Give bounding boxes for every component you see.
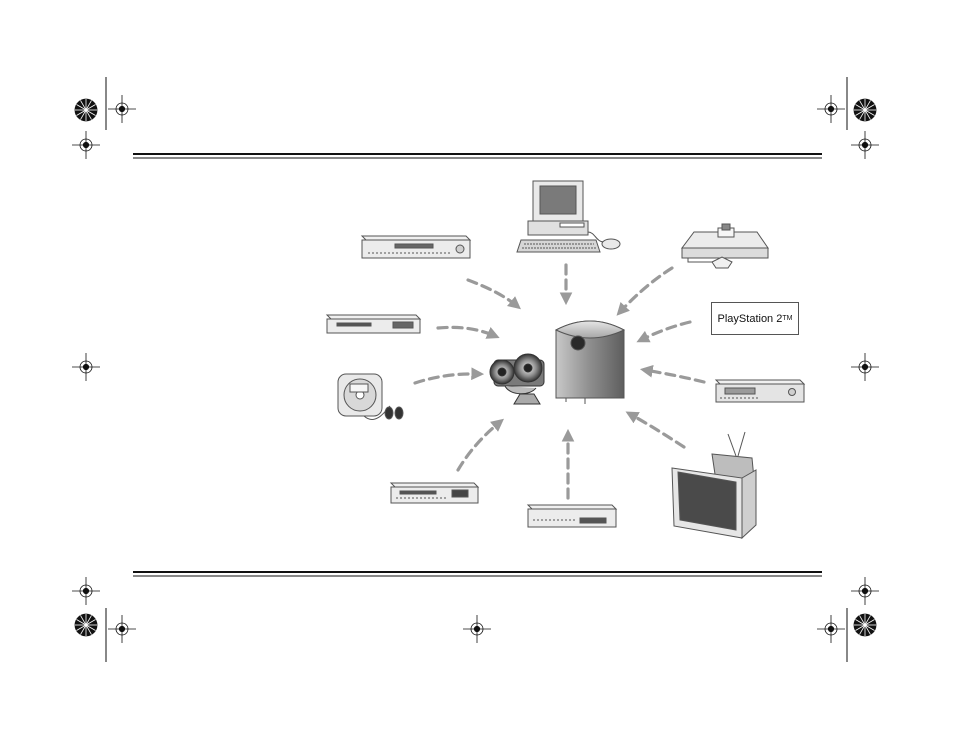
arrow-cd-player xyxy=(438,327,495,336)
crop-lines xyxy=(106,77,847,662)
top-rule xyxy=(133,154,822,158)
arrow-av-receiver xyxy=(645,370,704,382)
arrow-dvd-recorder xyxy=(458,422,500,470)
arrow-dvd-player xyxy=(468,280,517,306)
cd-player-icon xyxy=(327,315,420,333)
ps2-trademark: TM xyxy=(782,315,792,322)
subwoofer-icon xyxy=(556,321,624,404)
ps2-name: PlayStation 2 xyxy=(718,313,783,325)
dvd-player-icon xyxy=(362,236,470,258)
arrow-television xyxy=(630,414,684,447)
arrow-portable-cd xyxy=(415,374,479,383)
satellite-speakers-icon xyxy=(490,354,544,404)
game-console-icon xyxy=(682,224,768,268)
arrow-playstation-2 xyxy=(641,322,690,340)
receiver-icon xyxy=(716,380,804,402)
arrow-game-console xyxy=(620,268,672,312)
dvd-recorder-icon xyxy=(391,483,478,503)
vcr-icon xyxy=(528,505,616,527)
portable-cd-player-icon xyxy=(338,374,403,420)
registration-marks xyxy=(72,95,879,643)
bottom-rule xyxy=(133,572,822,576)
computer-icon xyxy=(517,181,620,252)
